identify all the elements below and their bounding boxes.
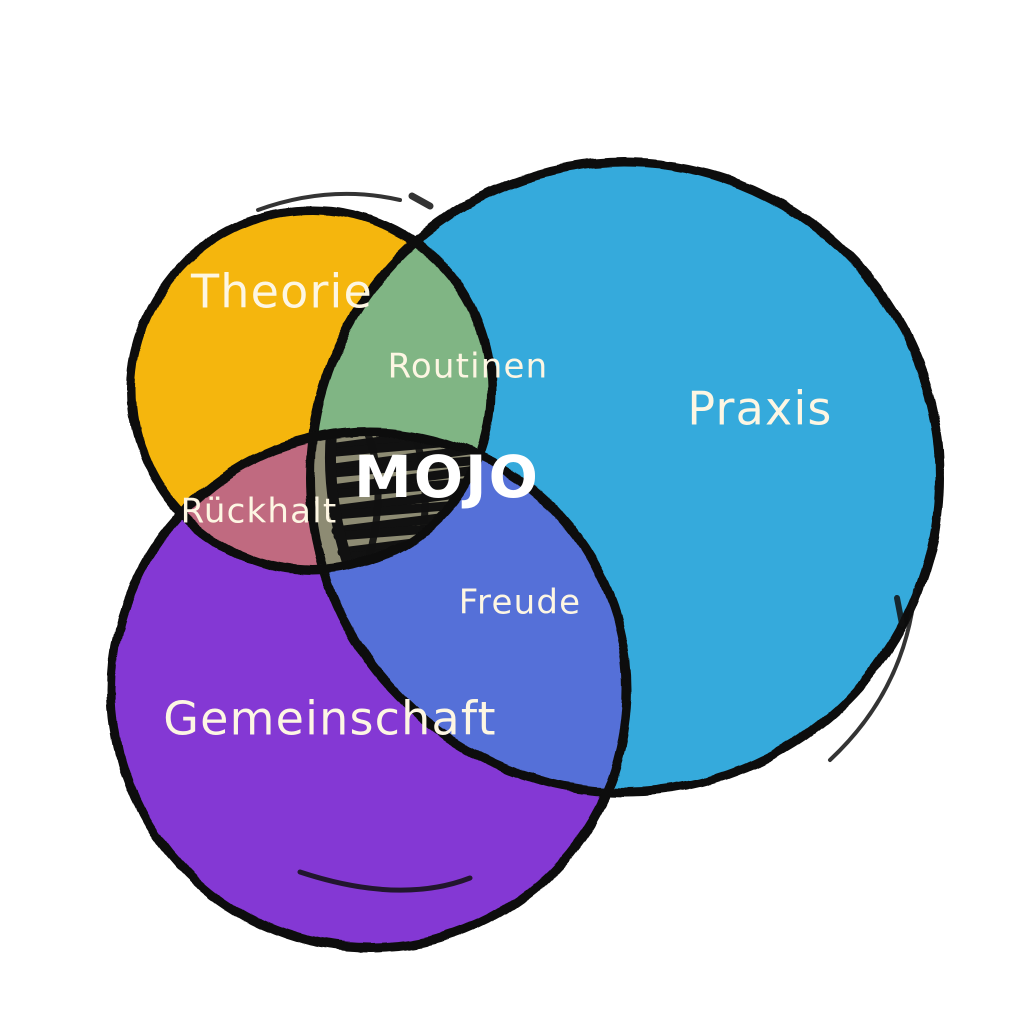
intersection-label-freude: Freude: [459, 583, 581, 623]
set-label-praxis: Praxis: [687, 382, 832, 436]
sketch-overshoot-praxis: [828, 588, 917, 762]
sketch-overshoot-gemeinschaft: [297, 869, 473, 893]
set-label-gemeinschaft: Gemeinschaft: [163, 692, 496, 746]
set-circle-gemeinschaft-outline: [107, 427, 633, 953]
intersection-label-mojo: MOJO: [354, 443, 540, 511]
intersection-label-rueckhalt: Rückhalt: [181, 492, 338, 532]
sketch-tick-theorie: [408, 192, 434, 210]
set-circle-theorie-outline: [127, 205, 497, 575]
intersection-label-routinen: Routinen: [388, 347, 549, 387]
set-label-theorie: Theorie: [190, 265, 373, 319]
sketch-overshoot-theorie: [256, 191, 402, 212]
sketch-tick-praxis: [894, 595, 905, 627]
set-circle-praxis-outline: [305, 157, 945, 797]
